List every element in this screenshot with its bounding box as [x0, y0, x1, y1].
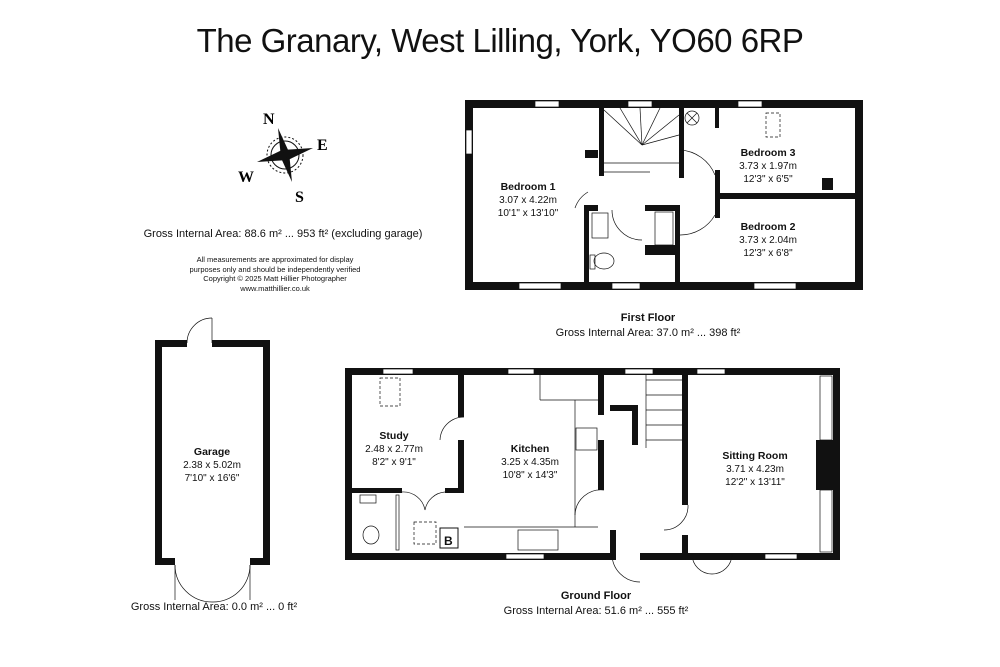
room-study: Study 2.48 x 2.77m 8'2" x 9'1" [365, 430, 423, 469]
room-imperial: 10'1" x 13'10" [497, 208, 559, 219]
ground-floor-caption: Ground Floor Gross Internal Area: 51.6 m… [504, 589, 689, 619]
room-sitting-room: Sitting Room 3.71 x 4.23m 12'2" x 13'11" [722, 450, 787, 489]
room-imperial: 12'3" x 6'8" [743, 248, 793, 259]
floor-name: Ground Floor [560, 590, 632, 602]
page-title: The Granary, West Lilling, York, YO60 6R… [196, 22, 804, 59]
room-imperial: 10'8" x 14'3" [502, 470, 558, 481]
room-name: Bedroom 2 [740, 221, 796, 233]
room-name: Sitting Room [722, 450, 788, 462]
room-kitchen: Kitchen 3.25 x 4.35m 10'8" x 14'3" [501, 443, 559, 482]
room-bedroom-1: Bedroom 1 3.07 x 4.22m 10'1" x 13'10" [498, 181, 558, 220]
compass-icon: N E S W [238, 111, 328, 206]
boiler-label: B [444, 534, 453, 548]
room-metric: 3.73 x 1.97m [739, 161, 797, 172]
room-metric: 2.48 x 2.77m [365, 444, 423, 455]
compass-e: E [317, 137, 328, 154]
room-garage: Garage 2.38 x 5.02m 7'10" x 16'6" [183, 446, 241, 485]
room-metric: 3.71 x 4.23m [726, 464, 784, 475]
disclaimer: All measurements are approximated for di… [190, 255, 361, 293]
room-name: Bedroom 3 [740, 147, 796, 159]
room-metric: 3.73 x 2.04m [739, 235, 797, 246]
room-name: Bedroom 1 [500, 181, 556, 193]
room-metric: 3.25 x 4.35m [501, 457, 559, 468]
copyright-line: Copyright © 2025 Matt Hillier Photograph… [203, 274, 347, 283]
website-link[interactable]: www.matthillier.co.uk [240, 283, 310, 293]
floor-name: First Floor [620, 312, 676, 324]
ground-floor-plan: B [345, 368, 840, 583]
room-metric: 3.07 x 4.22m [499, 195, 557, 206]
room-bedroom-2: Bedroom 2 3.73 x 2.04m 12'3" x 6'8" [739, 221, 797, 260]
room-imperial: 8'2" x 9'1" [372, 457, 416, 468]
room-name: Kitchen [510, 443, 550, 455]
room-name: Garage [193, 446, 231, 458]
room-imperial: 12'2" x 13'11" [725, 477, 785, 488]
room-bedroom-3: Bedroom 3 3.73 x 1.97m 12'3" x 6'5" [739, 147, 797, 186]
garage-area: Gross Internal Area: 0.0 m² ... 0 ft² [130, 601, 298, 613]
floor-area: Gross Internal Area: 37.0 m² ... 398 ft² [555, 327, 741, 339]
disclaimer-line: purposes only and should be independentl… [189, 264, 361, 274]
floor-area: Gross Internal Area: 51.6 m² ... 555 ft² [503, 605, 689, 617]
gross-total-area: Gross Internal Area: 88.6 m² ... 953 ft²… [143, 228, 423, 240]
room-metric: 2.38 x 5.02m [183, 460, 241, 471]
compass-w: W [238, 169, 254, 186]
garage-plan [155, 317, 270, 603]
compass-s: S [295, 189, 304, 206]
room-imperial: 7'10" x 16'6" [184, 473, 240, 484]
compass-n: N [263, 111, 275, 128]
room-imperial: 12'3" x 6'5" [743, 174, 793, 185]
first-floor-plan [465, 100, 863, 290]
first-floor-caption: First Floor Gross Internal Area: 37.0 m²… [556, 311, 741, 341]
room-name: Study [379, 430, 409, 442]
disclaimer-line: All measurements are approximated for di… [196, 255, 354, 264]
